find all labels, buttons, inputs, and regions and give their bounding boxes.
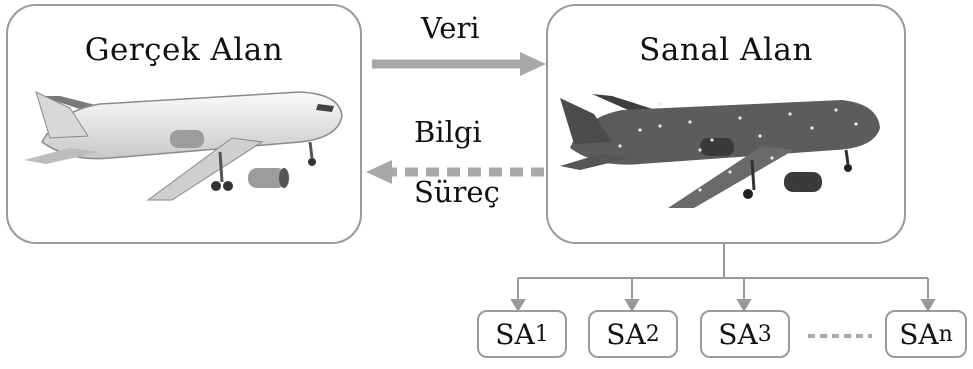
airplane-photo — [24, 91, 343, 201]
subspace-index: 1 — [534, 321, 549, 347]
subspace-prefix: SA — [718, 317, 758, 351]
info-arrow — [366, 160, 544, 184]
virtual-space-title: Sanal Alan — [639, 32, 813, 68]
subspace-index: n — [938, 321, 953, 347]
subspace-connectors — [510, 242, 936, 312]
subspace-prefix: SA — [495, 317, 535, 351]
real-space-title: Gerçek Alan — [84, 32, 284, 68]
data-arrow — [372, 52, 546, 76]
subspace-index: 2 — [645, 321, 660, 347]
data-label: Veri — [421, 11, 480, 45]
airplane-digital-model — [560, 94, 880, 208]
subspace-prefix: SA — [899, 317, 939, 351]
info-label: Bilgi — [414, 115, 482, 149]
process-label: Süreç — [414, 175, 500, 209]
subspace-index: 3 — [757, 321, 772, 347]
subspace-prefix: SA — [606, 317, 646, 351]
